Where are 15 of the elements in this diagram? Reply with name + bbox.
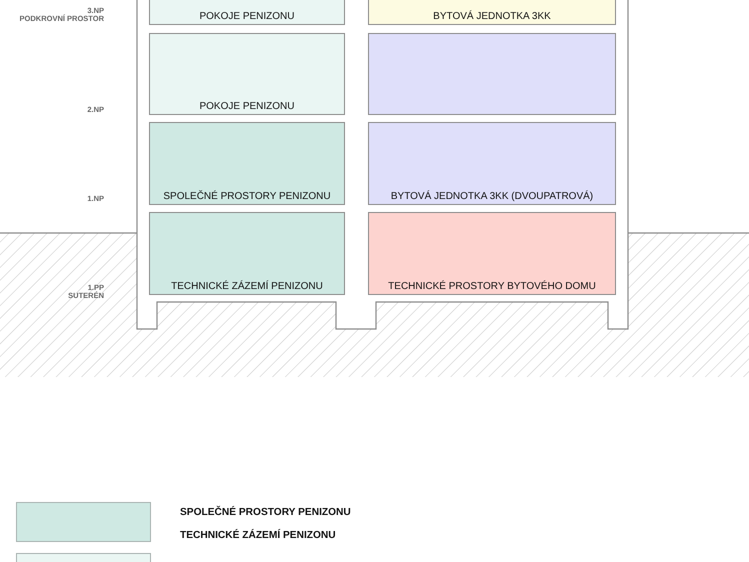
room-label: BYTOVÁ JEDNOTKA 3KK — [433, 11, 551, 23]
legend-label: SPOLEČNÉ PROSTORY PENIZONU — [180, 507, 351, 519]
legend-label: TECHNICKÉ ZÁZEMÍ PENIZONU — [180, 530, 336, 542]
room-box — [149, 212, 345, 295]
room-label: POKOJE PENIZONU — [199, 11, 294, 23]
room-box — [368, 33, 616, 115]
room-label: TECHNICKÉ ZÁZEMÍ PENIZONU — [171, 281, 323, 293]
room-label: BYTOVÁ JEDNOTKA 3KK (DVOUPATROVÁ) — [390, 191, 594, 203]
room-box — [149, 33, 345, 115]
room-box — [368, 212, 616, 295]
room-box — [368, 122, 616, 205]
room-label: SPOLEČNÉ PROSTORY PENIZONU — [163, 191, 331, 203]
room-box — [149, 122, 345, 205]
room-label: TECHNICKÉ PROSTORY BYTOVÉHO DOMU — [388, 281, 596, 293]
room-label: POKOJE PENIZONU — [199, 101, 294, 113]
